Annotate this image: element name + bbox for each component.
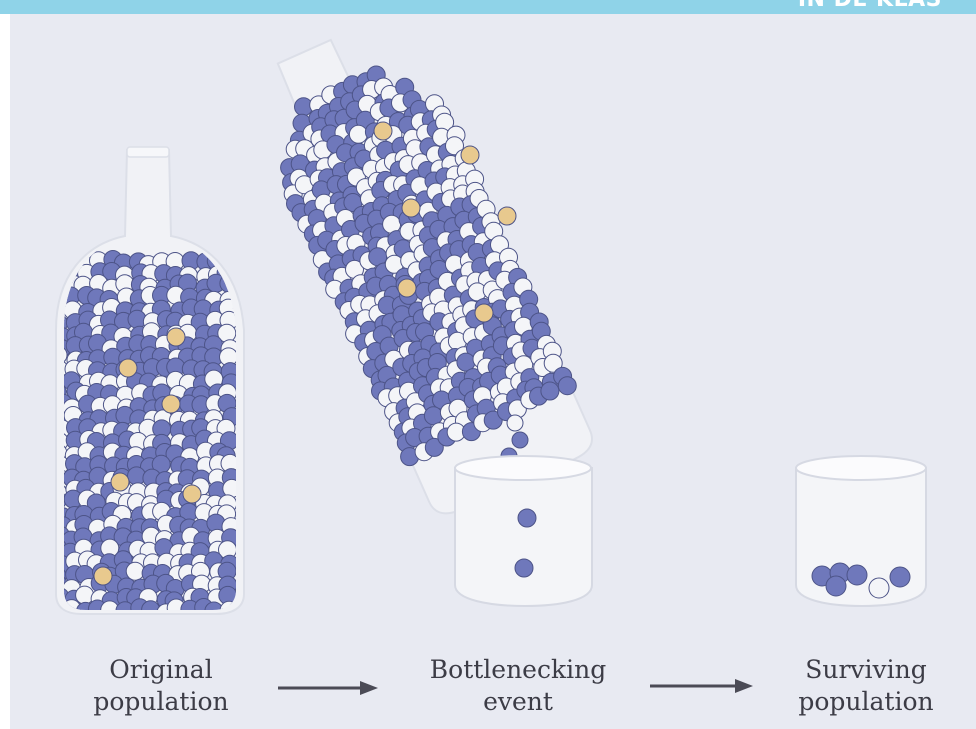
caption-bottleneck-line2: event — [413, 686, 623, 718]
caption-surviving-line2: population — [776, 686, 956, 718]
caption-original-line2: population — [76, 686, 246, 718]
header-band: IN DE KLAS — [0, 0, 976, 14]
caption-original: Original population — [76, 654, 246, 718]
header-band-text: IN DE KLAS — [798, 0, 942, 12]
caption-bottleneck: Bottlenecking event — [413, 654, 623, 718]
bottleneck-beaker — [455, 456, 592, 606]
arrow-2 — [650, 679, 753, 693]
caption-original-line1: Original — [76, 654, 246, 686]
arrow-1 — [278, 681, 378, 695]
original-bottle-neck — [127, 147, 169, 157]
caption-bottleneck-line1: Bottlenecking — [413, 654, 623, 686]
diagram-panel: Original population Bottlenecking event … — [10, 14, 976, 729]
bottleneck-illustration — [10, 14, 976, 729]
caption-surviving-line1: Surviving — [776, 654, 956, 686]
caption-surviving: Surviving population — [776, 654, 956, 718]
